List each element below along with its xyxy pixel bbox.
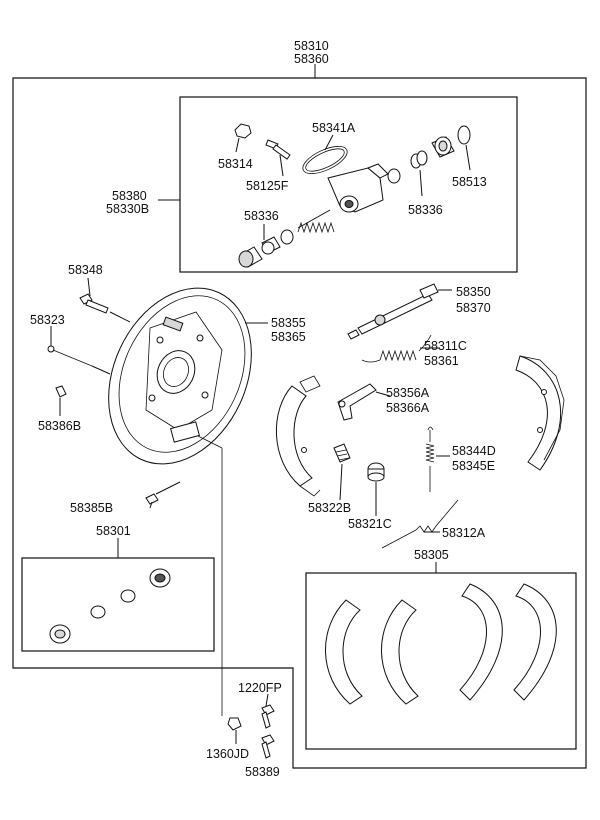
label-58311C: 58311C (424, 339, 467, 353)
adjuster-58350 (347, 283, 452, 340)
label-1220FP: 1220FP (238, 681, 282, 695)
lever-58356A (337, 383, 391, 421)
label-58312A: 58312A (442, 526, 486, 540)
retainer-58321C (367, 462, 385, 516)
label-58365: 58365 (271, 330, 306, 344)
brake-shoe-right (515, 355, 565, 471)
part-labels: 58310 58360 58341A 58314 58125F 58513 58… (30, 39, 496, 779)
label-58301: 58301 (96, 524, 131, 538)
piston-right (431, 136, 455, 158)
repair-kit-parts (49, 538, 171, 644)
piston-boot-left-58336 (238, 224, 294, 268)
spring-58344D (425, 426, 450, 492)
piston-boot-right-58336 (410, 150, 428, 197)
brake-shoe-left (276, 375, 321, 497)
main-assembly-outline (12, 77, 587, 769)
label-58348: 58348 (68, 263, 103, 277)
label-58336-left: 58336 (244, 209, 279, 223)
label-58344D: 58344D (452, 444, 496, 458)
label-58345E: 58345E (452, 459, 495, 473)
label-58125F: 58125F (246, 179, 289, 193)
brake-shoe-set-box (305, 572, 577, 750)
wheel-cylinder-body (327, 163, 401, 213)
shoe-set-parts (325, 562, 557, 705)
label-1360JD: 1360JD (206, 747, 249, 761)
seal-58513 (457, 125, 471, 171)
label-58336-right: 58336 (408, 203, 443, 217)
label-58310: 58310 (294, 39, 329, 53)
pin-58323 (47, 326, 111, 375)
label-58350: 58350 (456, 285, 491, 299)
label-58380: 58380 (112, 189, 147, 203)
label-58305: 58305 (414, 548, 449, 562)
label-58356A: 58356A (386, 386, 430, 400)
label-58366A: 58366A (386, 401, 430, 415)
clip-58386B (55, 385, 67, 416)
label-58323: 58323 (30, 313, 65, 327)
label-58321C: 58321C (348, 517, 392, 531)
label-58389: 58389 (245, 765, 280, 779)
wheel-cylinder-kit-box (179, 96, 518, 273)
bleeder-screw-58125F (265, 139, 291, 177)
label-58361: 58361 (424, 354, 459, 368)
label-58360: 58360 (294, 52, 329, 66)
bolt-58348 (79, 277, 131, 323)
spring-cup-58322B (333, 443, 351, 501)
mounting-hardware (197, 435, 275, 759)
assembly-frames (12, 64, 587, 769)
spring-58312A (381, 499, 459, 549)
bleeder-cap-58314 (234, 123, 252, 153)
cylinder-spring (297, 209, 335, 234)
label-58341A: 58341A (312, 121, 356, 135)
bolt-58385B (145, 481, 181, 509)
label-58385B: 58385B (70, 501, 113, 515)
label-58355: 58355 (271, 316, 306, 330)
label-58513: 58513 (452, 175, 487, 189)
spring-58311C (361, 334, 440, 363)
label-58370: 58370 (456, 301, 491, 315)
backing-plate-58355 (108, 287, 268, 465)
label-58386B: 58386B (38, 419, 81, 433)
label-58322B: 58322B (308, 501, 351, 515)
o-ring-58341A (302, 134, 348, 175)
wheel-cylinder-parts (158, 123, 471, 268)
label-58330B: 58330B (106, 202, 149, 216)
label-58314: 58314 (218, 157, 253, 171)
